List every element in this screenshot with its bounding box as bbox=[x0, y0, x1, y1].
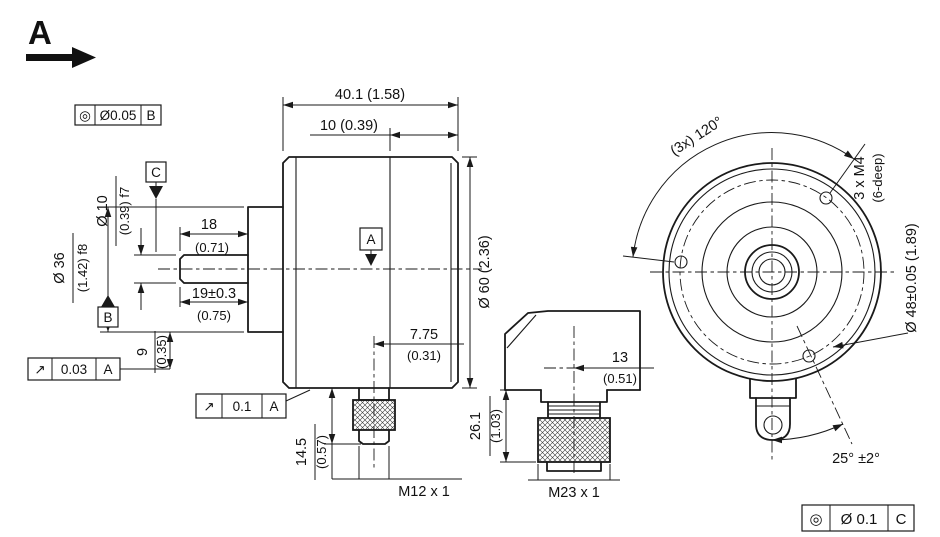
side-view-dimensions: 40.1 (1.58) 10 (0.39) Ø 60 (2.36) Ø 36 (… bbox=[52, 87, 493, 500]
dim-145-in: (0.57) bbox=[314, 435, 329, 469]
front-view-dimensions: (3x) 120° 3 x M4 (6-deep) Ø 48±0.05 (1.8… bbox=[622, 114, 920, 532]
fcf-position-frame bbox=[801, 504, 915, 532]
fcf-runout1-datum: A bbox=[103, 362, 112, 377]
dim-shaft-length-in: (0.71) bbox=[195, 240, 229, 255]
dim-9-in: (0.35) bbox=[154, 335, 169, 369]
dim-flange-diameter-in: (1.42) f8 bbox=[75, 244, 90, 292]
side-view-tolerance-frames: ◎ Ø0.05 B ↗ 0.03 A ↗ 0.1 A bbox=[27, 104, 311, 419]
dim-145-mm: 14.5 bbox=[294, 438, 310, 466]
dim-9-mm: 9 bbox=[135, 348, 151, 356]
thread-m23-label: M23 x 1 bbox=[548, 485, 600, 501]
connector-view-outline bbox=[504, 310, 641, 474]
fcf-position-tolerance: Ø 0.1 bbox=[841, 511, 878, 528]
view-direction-marker: A bbox=[26, 14, 96, 68]
datum-b-triangle-icon bbox=[101, 295, 115, 307]
dim-261-in: (1.03) bbox=[488, 409, 503, 443]
dim-m4-line2: (6-deep) bbox=[870, 153, 885, 202]
datum-a-triangle-icon bbox=[365, 254, 377, 266]
dim-shaft-length-mm: 18 bbox=[201, 217, 217, 233]
fcf-concentricity-datum: B bbox=[146, 108, 155, 123]
fcf-runout2-frame bbox=[195, 393, 287, 419]
view-direction-arrow-icon bbox=[26, 47, 96, 68]
dim-connector-offset-mm: 7.75 bbox=[410, 327, 438, 343]
dim-connector-offset-in: (0.31) bbox=[407, 348, 441, 363]
dim-angle: 25° ±2° bbox=[832, 451, 880, 467]
fcf-runout2-tolerance: 0.1 bbox=[233, 399, 252, 414]
dim-m4-line1: 3 x M4 bbox=[852, 156, 868, 200]
runout-icon: ↗ bbox=[203, 399, 214, 414]
datum-b-frame bbox=[97, 306, 119, 328]
fcf-concentricity-frame bbox=[74, 104, 162, 126]
dim-rear-width: 10 (0.39) bbox=[320, 118, 378, 134]
dim-total-width: 40.1 (1.58) bbox=[335, 87, 405, 103]
concentricity-icon: ◎ bbox=[809, 511, 822, 528]
front-view: (3x) 120° 3 x M4 (6-deep) Ø 48±0.05 (1.8… bbox=[622, 114, 920, 532]
fcf-runout1-tolerance: 0.03 bbox=[61, 362, 87, 377]
view-letter: A bbox=[28, 14, 52, 51]
fcf-concentricity-tolerance: Ø0.05 bbox=[100, 108, 137, 123]
connector-view-dimensions: 13 (0.51) 26.1 (1.03) M23 x 1 bbox=[468, 350, 654, 501]
connector-view: 13 (0.51) 26.1 (1.03) M23 x 1 bbox=[468, 310, 654, 501]
dim-261-mm: 26.1 bbox=[468, 412, 484, 440]
dim-flange-diameter-mm: Ø 36 bbox=[52, 252, 68, 283]
dim-hole-pattern: (3x) 120° bbox=[668, 114, 726, 160]
dim-usable-length-mm: 19±0.3 bbox=[192, 286, 236, 302]
runout-icon: ↗ bbox=[34, 362, 45, 377]
fcf-runout2-datum: A bbox=[269, 399, 278, 414]
datum-b-label: B bbox=[103, 310, 112, 325]
thread-m12-label: M12 x 1 bbox=[398, 484, 450, 500]
dim-shaft-diameter-in: (0.39) f7 bbox=[117, 187, 132, 235]
dim-usable-length-in: (0.75) bbox=[197, 308, 231, 323]
dim-13-mm: 13 bbox=[612, 350, 628, 366]
datum-c-label: C bbox=[151, 165, 161, 180]
concentricity-icon: ◎ bbox=[79, 108, 91, 123]
side-view-outline bbox=[158, 156, 482, 468]
dim-bolt-circle: Ø 48±0.05 (1.89) bbox=[904, 223, 920, 333]
fcf-position-datum: C bbox=[896, 511, 907, 528]
dim-shaft-diameter-mm: Ø 10 bbox=[95, 195, 111, 226]
datum-a-label: A bbox=[366, 232, 375, 247]
datum-c-triangle-icon bbox=[149, 186, 163, 199]
dim-body-diameter: Ø 60 (2.36) bbox=[477, 235, 493, 308]
dim-13-in: (0.51) bbox=[603, 371, 637, 386]
side-view: 40.1 (1.58) 10 (0.39) Ø 60 (2.36) Ø 36 (… bbox=[27, 87, 493, 500]
